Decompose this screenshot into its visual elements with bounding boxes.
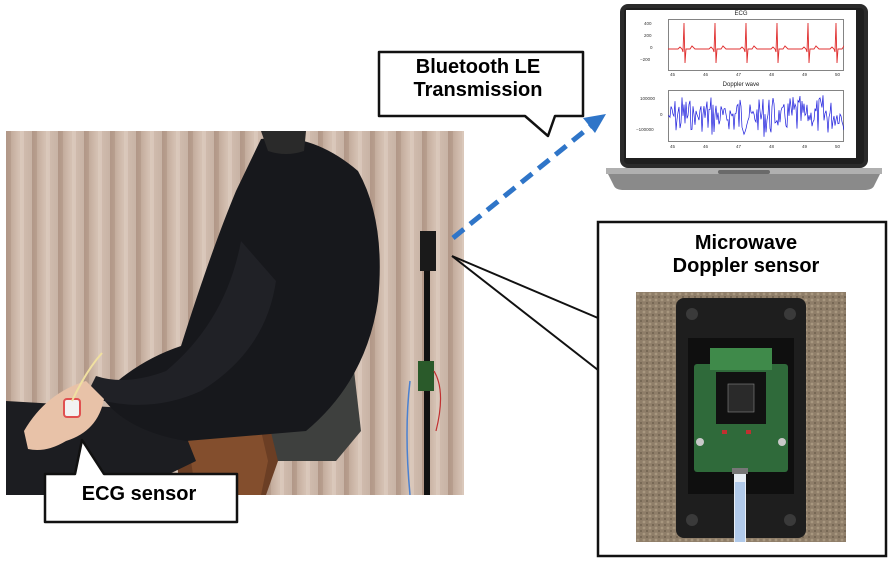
laptop-screen: ECG 400 200 0 −200 45 46 47 48 49 50 Dop… — [626, 10, 856, 158]
doppler-plot-title: Doppler wave — [722, 82, 760, 88]
bluetooth-callout-box — [377, 50, 585, 138]
doppler-y-tick: 100000 — [640, 96, 656, 101]
subject-photo — [6, 131, 464, 495]
doppler-x-tick: 50 — [835, 144, 841, 149]
microwave-label: Microwave Doppler sensor — [606, 232, 886, 278]
doppler-y-tick: 0 — [660, 112, 663, 117]
ecg-y-tick: 400 — [644, 21, 652, 26]
ecg-plot-title: ECG — [734, 11, 748, 17]
ecg-x-tick: 49 — [802, 72, 808, 77]
pointer-line-bottom — [451, 255, 599, 371]
ecg-waveform — [668, 22, 844, 64]
bluetooth-arrow — [451, 123, 594, 240]
doppler-sensor-unit — [420, 231, 436, 271]
doppler-x-tick: 46 — [703, 144, 709, 149]
ecg-x-tick: 50 — [835, 72, 841, 77]
ecg-x-tick: 45 — [670, 72, 676, 77]
doppler-sensor-photo — [636, 292, 846, 542]
bluetooth-label-line2: Transmission — [413, 79, 543, 101]
ecg-y-tick: −200 — [640, 57, 651, 62]
doppler-x-tick: 48 — [769, 144, 775, 149]
ecg-sensor-label: ECG sensor — [81, 483, 197, 505]
pointer-line-top — [451, 255, 599, 319]
ecg-plot-area — [668, 19, 844, 71]
head — [261, 131, 306, 154]
microwave-label-line2: Doppler sensor — [672, 255, 820, 277]
doppler-y-tick: −100000 — [636, 127, 654, 132]
doppler-plot-area — [668, 90, 844, 142]
doppler-x-tick: 45 — [670, 144, 676, 149]
ecg-x-tick: 47 — [736, 72, 742, 77]
ecg-y-tick: 0 — [650, 45, 653, 50]
bluetooth-label: Bluetooth LE Transmission — [378, 56, 578, 102]
bluetooth-label-line1: Bluetooth LE — [415, 56, 541, 78]
ecg-callout-box — [43, 438, 239, 524]
ecg-x-tick: 46 — [703, 72, 709, 77]
arrowhead-icon — [583, 114, 606, 133]
ribbon-cable — [734, 468, 746, 542]
ecg-y-tick: 200 — [644, 33, 652, 38]
laptop-base — [606, 170, 882, 190]
doppler-x-tick: 49 — [802, 144, 808, 149]
doppler-waveform — [668, 95, 844, 137]
microwave-label-line1: Microwave — [694, 232, 798, 254]
doppler-x-tick: 47 — [736, 144, 742, 149]
ecg-x-tick: 48 — [769, 72, 775, 77]
